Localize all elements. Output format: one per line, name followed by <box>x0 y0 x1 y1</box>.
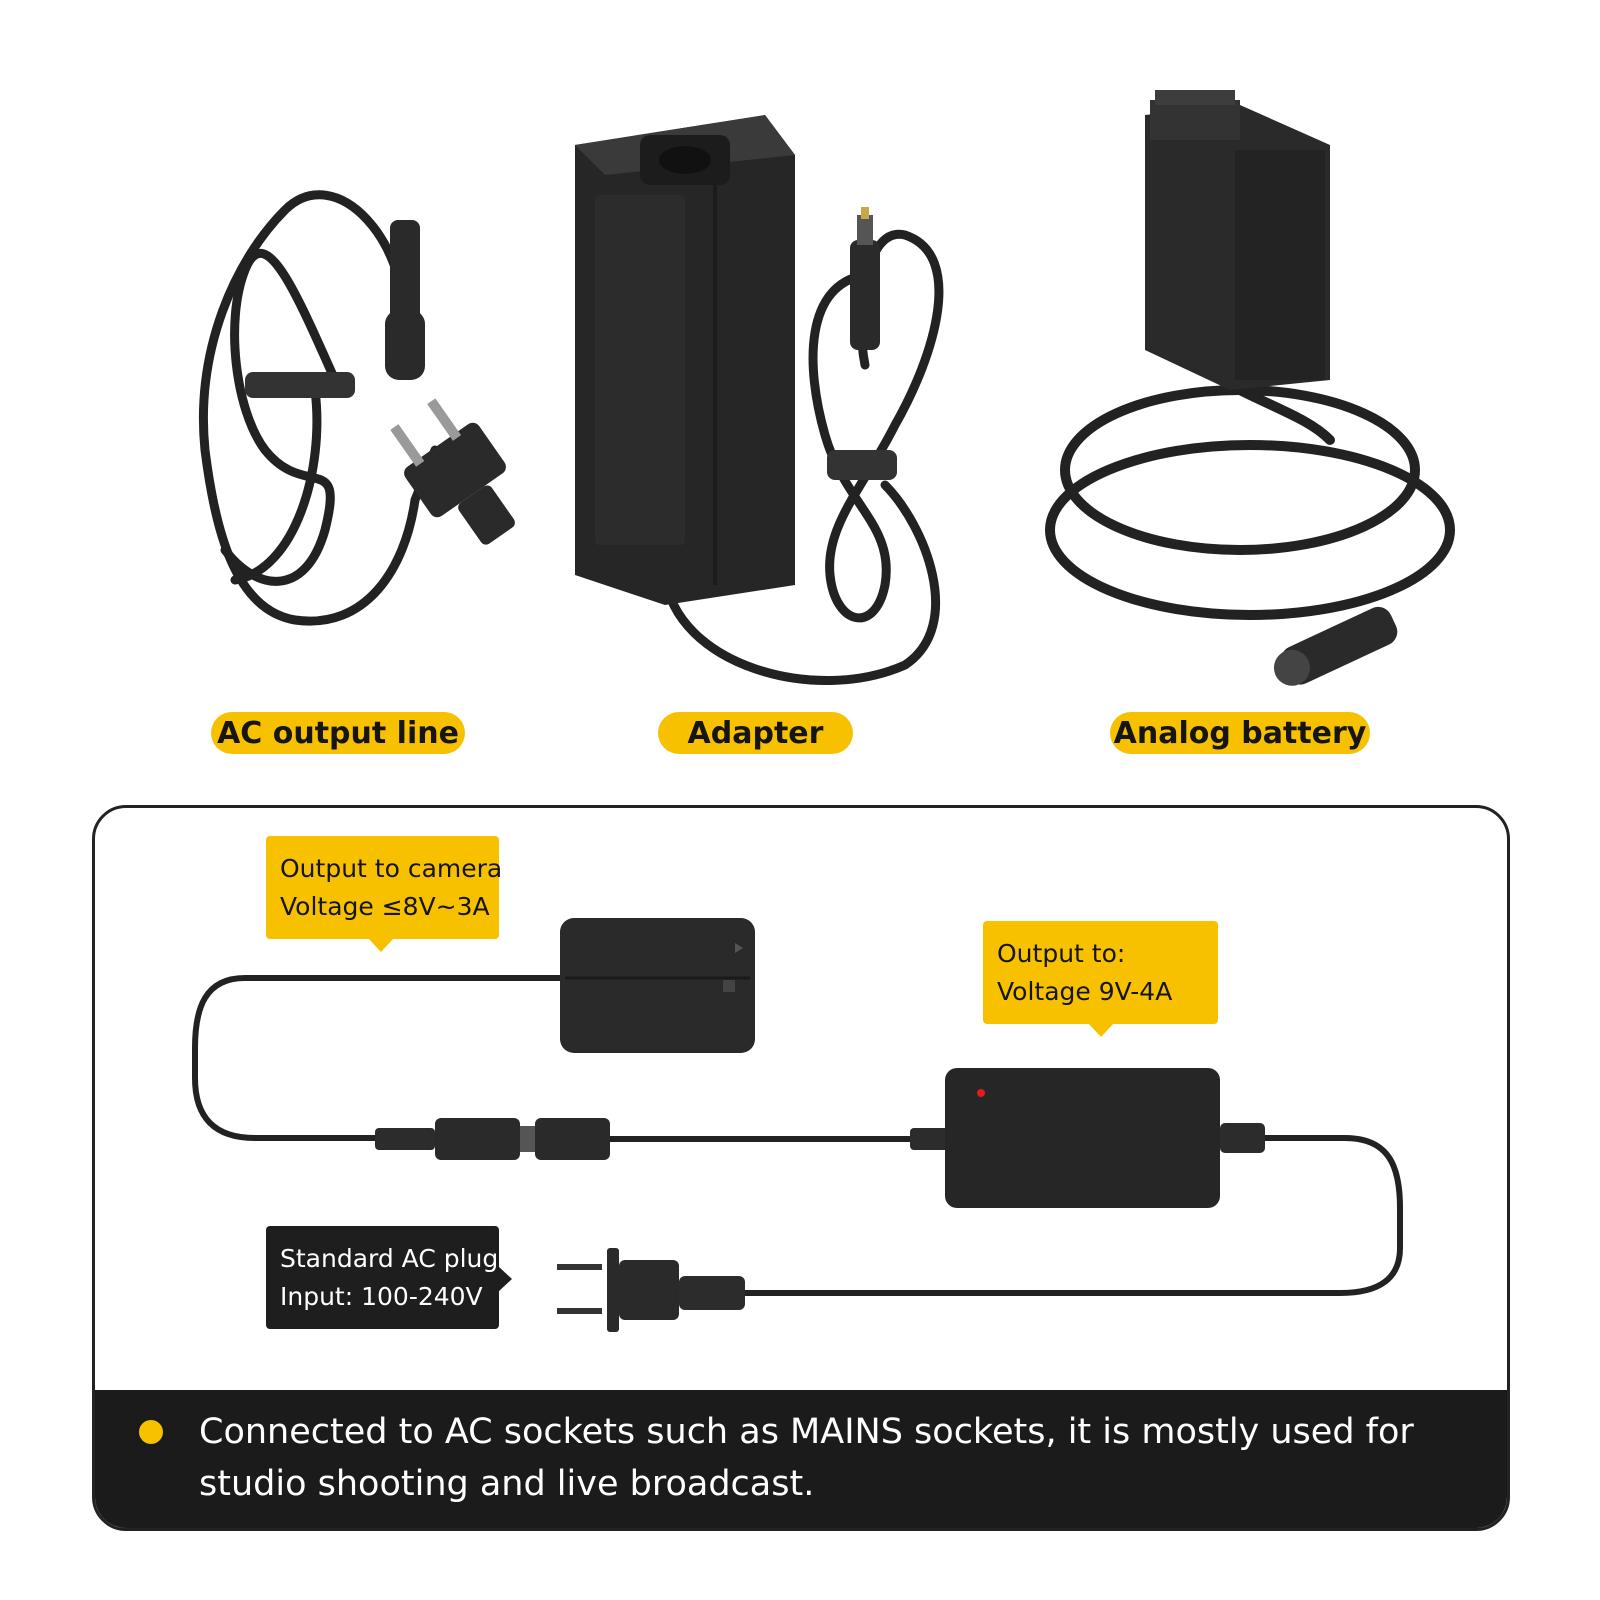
ac-output-line-image <box>175 150 535 670</box>
ac-plug-line1: Standard AC plug <box>280 1244 499 1273</box>
usage-note-text: Connected to AC sockets such as MAINS so… <box>199 1412 1414 1504</box>
ac-plug-callout: Standard AC plug Input: 100-240V <box>266 1226 512 1329</box>
adapter-image <box>565 105 985 705</box>
adapter-output-line2: Voltage 9V-4A <box>997 977 1173 1006</box>
camera-output-callout: Output to camera Voltage ≤8V~3A <box>266 836 503 952</box>
dc-connector <box>375 1118 610 1160</box>
adapter-output-line1: Output to: <box>997 939 1126 968</box>
ac-output-line-label: AC output line <box>211 712 465 754</box>
bullet-dot <box>139 1420 163 1444</box>
analog-battery-label: Analog battery <box>1110 712 1370 754</box>
connection-diagram <box>192 918 1403 1332</box>
camera-output-line2: Voltage ≤8V~3A <box>280 892 490 921</box>
dummy-battery <box>560 918 755 1053</box>
adapter-label: Adapter <box>658 712 853 754</box>
connection-diagram-panel: Output to camera Voltage ≤8V~3A Output t… <box>92 805 1510 1531</box>
ac-plug <box>557 1248 745 1332</box>
ac-plug-line2: Input: 100-240V <box>280 1282 483 1311</box>
adapter-box <box>945 1068 1265 1208</box>
camera-output-line1: Output to camera <box>280 854 503 883</box>
analog-battery-image <box>1030 90 1490 700</box>
adapter-output-callout: Output to: Voltage 9V-4A <box>983 921 1218 1037</box>
usage-note: Connected to AC sockets such as MAINS so… <box>95 1390 1507 1528</box>
